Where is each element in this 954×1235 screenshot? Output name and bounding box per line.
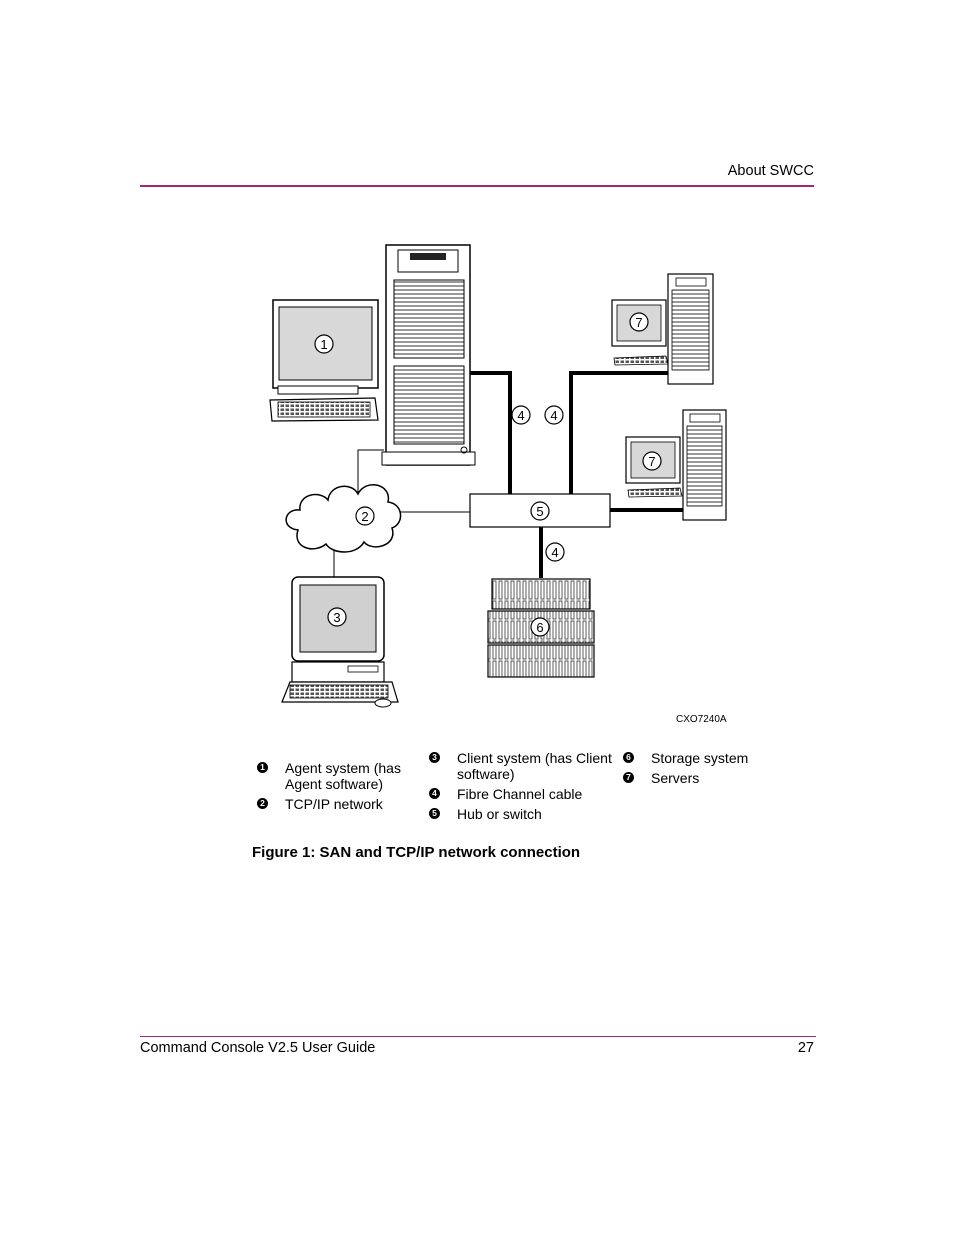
callout-6: 6 bbox=[530, 617, 550, 637]
client-system bbox=[281, 576, 399, 708]
callout-7a: 7 bbox=[629, 312, 649, 332]
agent-system bbox=[269, 244, 476, 466]
callout-1: 1 bbox=[314, 334, 334, 354]
footer-rule bbox=[140, 1036, 816, 1037]
svg-text:4: 4 bbox=[551, 545, 558, 560]
legend-label-7: Servers bbox=[651, 770, 700, 786]
legend-label-3a: Client system (has Client bbox=[457, 750, 612, 766]
legend-num-5: 5 bbox=[429, 808, 440, 819]
svg-text:7: 7 bbox=[648, 454, 655, 469]
server-bottom bbox=[625, 409, 727, 521]
legend-num-3: 3 bbox=[429, 752, 440, 763]
legend-num-1: 1 bbox=[257, 762, 268, 773]
callout-5: 5 bbox=[530, 501, 550, 521]
callout-4b: 4 bbox=[544, 405, 564, 425]
svg-text:3: 3 bbox=[333, 610, 340, 625]
callout-4c: 4 bbox=[545, 542, 565, 562]
svg-text:6: 6 bbox=[536, 620, 543, 635]
legend-label-3b: software) bbox=[457, 766, 515, 782]
tcp-ip-cloud bbox=[285, 484, 402, 553]
figure-code: CXO7240A bbox=[676, 714, 727, 725]
callout-3: 3 bbox=[327, 607, 347, 627]
legend-label-1b: Agent software) bbox=[285, 776, 384, 792]
network-diagram: 1 2 3 4 4 4 5 6 7 7 bbox=[269, 244, 727, 708]
callout-4a: 4 bbox=[511, 405, 531, 425]
svg-text:7: 7 bbox=[635, 315, 642, 330]
callout-2: 2 bbox=[355, 506, 375, 526]
header-rule bbox=[140, 185, 814, 187]
legend-num-2: 2 bbox=[257, 798, 268, 809]
fibre-channel-cables bbox=[470, 371, 683, 578]
legend-label-2: TCP/IP network bbox=[285, 796, 383, 812]
legend-label-6: Storage system bbox=[651, 750, 749, 766]
legend-label-1a: Agent system (has bbox=[285, 760, 401, 776]
svg-text:4: 4 bbox=[550, 408, 557, 423]
figure-caption: Figure 1: SAN and TCP/IP network connect… bbox=[252, 844, 581, 861]
svg-text:5: 5 bbox=[536, 504, 543, 519]
legend-num-7: 7 bbox=[623, 772, 634, 783]
server-top bbox=[611, 273, 714, 385]
legend-num-4: 4 bbox=[429, 788, 440, 799]
legend-label-5: Hub or switch bbox=[457, 806, 542, 822]
footer-doc-title: Command Console V2.5 User Guide bbox=[140, 1040, 376, 1056]
svg-text:1: 1 bbox=[320, 337, 327, 352]
legend-label-4: Fibre Channel cable bbox=[457, 786, 583, 802]
callout-7b: 7 bbox=[642, 451, 662, 471]
page-number: 27 bbox=[797, 1040, 814, 1056]
legend-num-6: 6 bbox=[623, 752, 634, 763]
svg-text:2: 2 bbox=[361, 509, 368, 524]
svg-text:4: 4 bbox=[517, 408, 524, 423]
running-header: About SWCC bbox=[727, 163, 814, 179]
